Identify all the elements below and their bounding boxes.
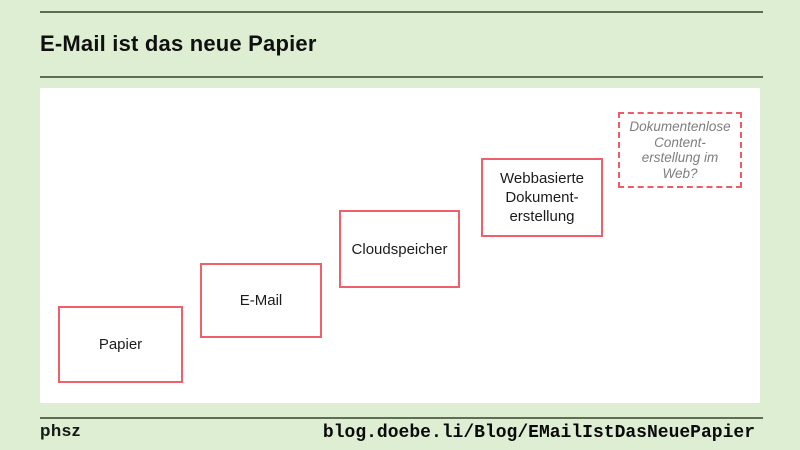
- blog-url: blog.doebe.li/Blog/EMailIstDasNeuePapier: [322, 423, 755, 443]
- step-label: Papier: [98, 336, 143, 353]
- step-box-email: E-Mail: [200, 263, 322, 338]
- step-label-line: Dokument-: [505, 189, 579, 206]
- step-box-dokumentenlose-contenterstellung: Dokumentenlose Content- erstellung im We…: [618, 112, 742, 188]
- step-box-papier: Papier: [58, 306, 183, 383]
- diagram-canvas: Papier E-Mail Cloudspeicher Webbasierte …: [40, 88, 760, 403]
- step-label-line: erstellung im: [641, 150, 719, 165]
- step-box-cloudspeicher: Cloudspeicher: [339, 210, 460, 288]
- top-divider-line: [40, 11, 763, 13]
- step-label-line: erstellung: [509, 208, 575, 225]
- step-label-line: Dokumentenlose: [629, 119, 731, 134]
- step-box-webbasierte-dokumenterstellung: Webbasierte Dokument- erstellung: [481, 158, 603, 237]
- step-label: E-Mail: [239, 292, 283, 309]
- footer-divider-line: [40, 417, 763, 419]
- slide-title: E-Mail ist das neue Papier: [40, 30, 317, 56]
- step-label-line: Web?: [662, 165, 698, 181]
- step-label-line: Webbasierte: [500, 170, 584, 187]
- phsz-logo: phsz: [40, 421, 81, 440]
- step-label-line: Content-: [654, 134, 706, 150]
- title-divider-line: [40, 76, 763, 78]
- step-label: Cloudspeicher: [351, 240, 448, 258]
